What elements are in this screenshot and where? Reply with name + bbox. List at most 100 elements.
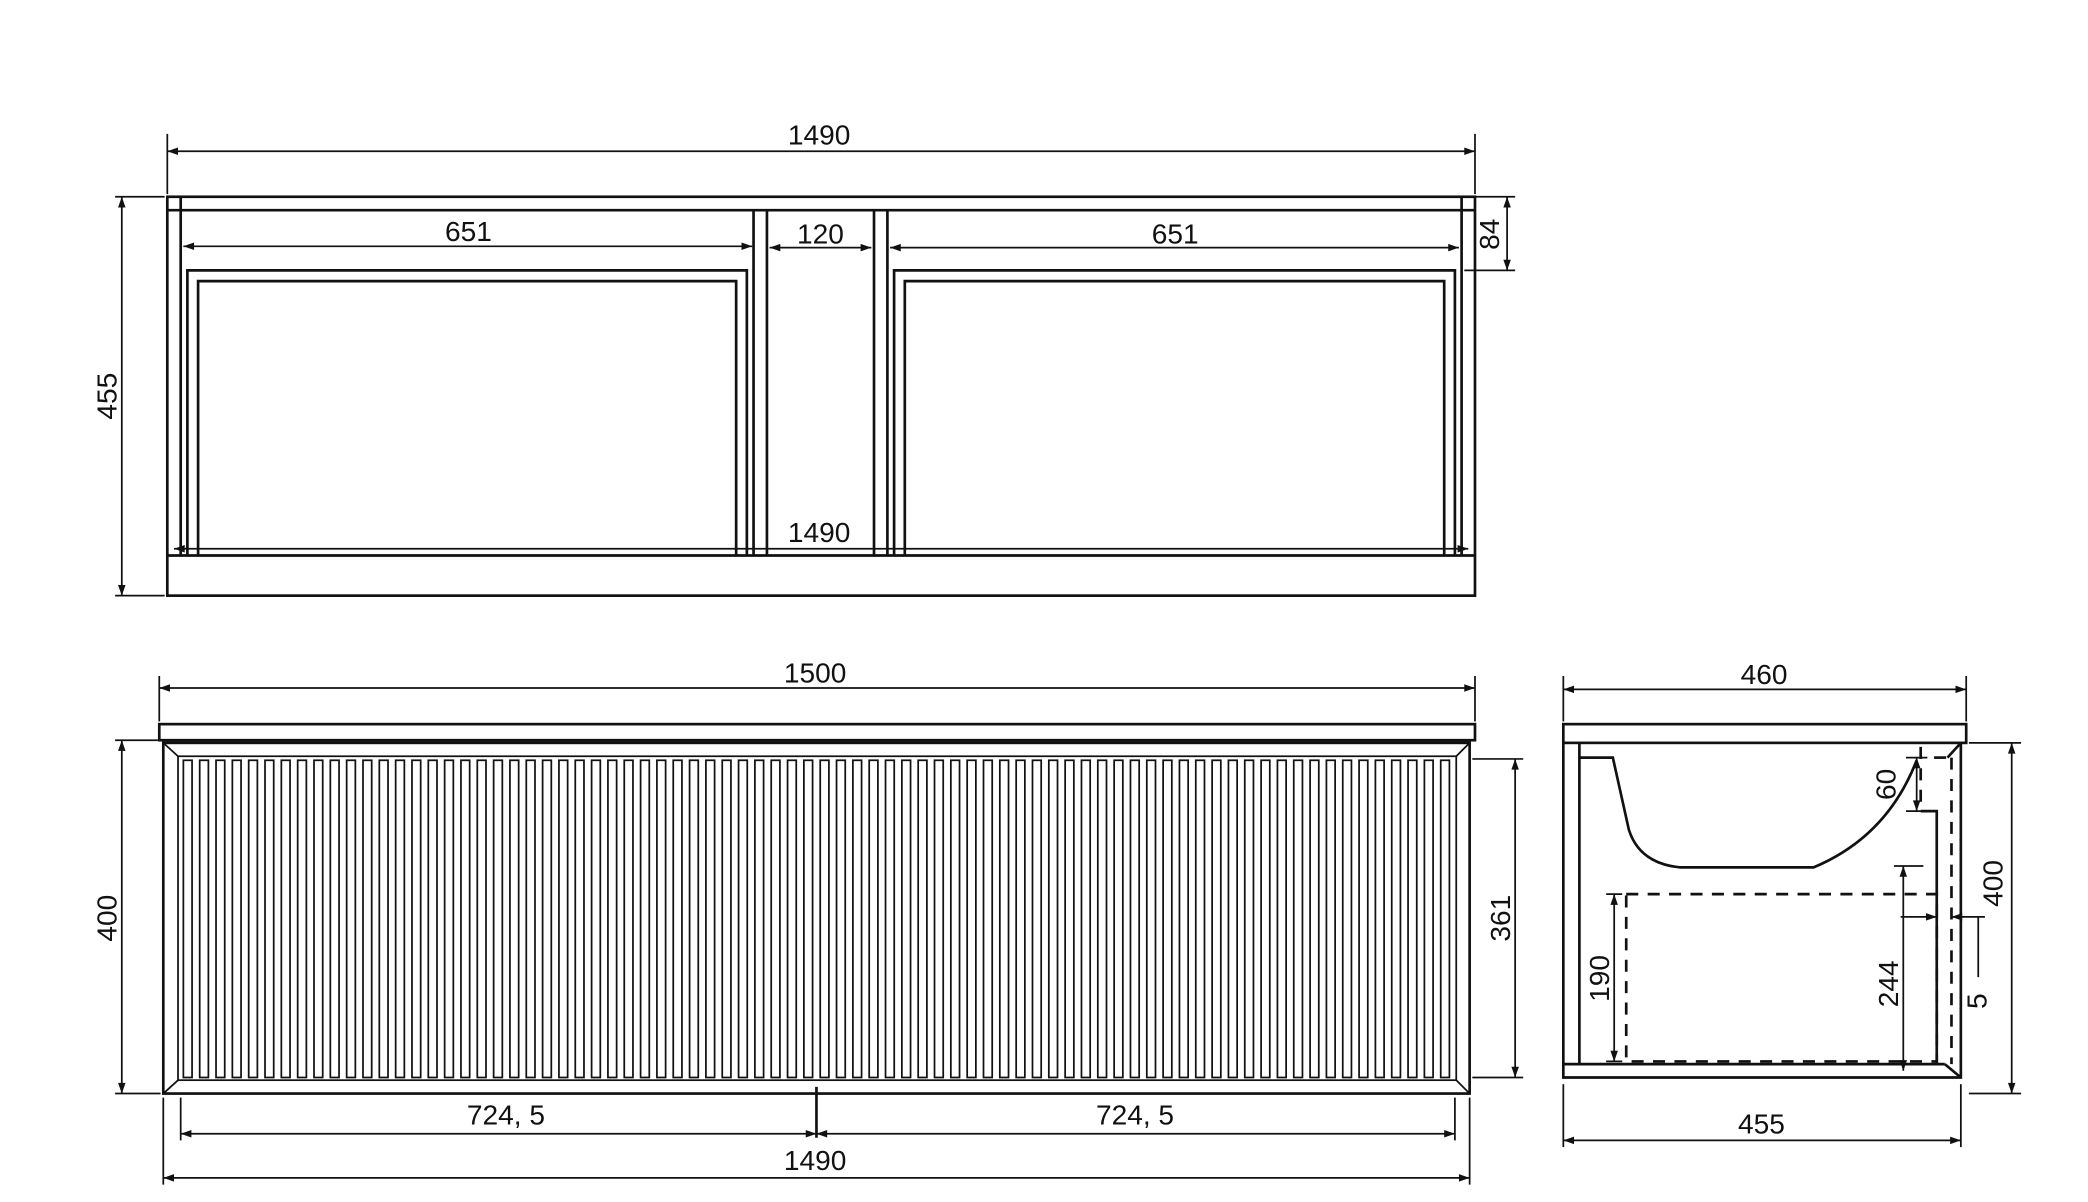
flute [198, 759, 210, 1079]
flute [394, 759, 406, 1079]
flute [1407, 759, 1418, 1079]
flute [607, 759, 618, 1079]
flute [803, 759, 814, 1079]
dim-label: 460 [1741, 659, 1788, 690]
dim-right-drawer: 651 [890, 219, 1459, 252]
flute [329, 759, 340, 1079]
flute [1096, 759, 1108, 1079]
flute [786, 759, 798, 1079]
flute [215, 759, 226, 1079]
flute [231, 759, 242, 1079]
dim-label: 244 [1873, 960, 1904, 1007]
dim-center-gap: 120 [769, 219, 872, 252]
flute [1292, 759, 1304, 1079]
flute [247, 759, 259, 1079]
flute [1031, 759, 1043, 1079]
flute [1080, 759, 1092, 1079]
dim-label: 120 [797, 219, 844, 250]
flute [280, 759, 291, 1079]
flute [998, 759, 1010, 1079]
flute [378, 759, 389, 1079]
dim-label: 724, 5 [467, 1099, 545, 1130]
flute [1064, 759, 1075, 1079]
flute [264, 759, 275, 1079]
dim-body-depth: 455 [1562, 1084, 1962, 1148]
flute [1015, 759, 1026, 1079]
flute [754, 759, 765, 1079]
dim-inner-width: 1490 [174, 517, 1469, 553]
flute [182, 759, 193, 1079]
dim-inner-height: 244 [1873, 865, 1924, 1071]
center-posts [752, 210, 889, 556]
flute [1178, 759, 1190, 1079]
flute [1374, 759, 1385, 1079]
flute [345, 759, 357, 1079]
flute [362, 759, 373, 1079]
dim-overall-width: 1490 [166, 120, 1476, 195]
flute [1243, 759, 1255, 1079]
flute [1341, 759, 1353, 1079]
dim-label: 400 [91, 895, 122, 942]
flute [1276, 759, 1287, 1079]
flute [672, 759, 683, 1079]
dim-panel-height: 361 [1472, 758, 1524, 1079]
dim-label: 1490 [788, 120, 851, 151]
flute [737, 759, 749, 1079]
flute [1113, 759, 1124, 1079]
front-view: 1500 400 361 724, 5 724, 5 [91, 658, 1524, 1185]
dim-top-width: 1500 [158, 658, 1476, 722]
dim-right-half: 724, 5 [816, 1097, 1456, 1141]
flute [476, 759, 487, 1079]
flute [1145, 759, 1157, 1079]
dim-drawer-height: 190 [1584, 893, 1623, 1063]
flute [525, 759, 536, 1079]
drawer-outline-hidden [1624, 892, 1939, 1063]
side-view: 460 60 5 400 190 244 [1561, 659, 2022, 1148]
dim-side-height: 400 [1968, 742, 2022, 1095]
side-countertop [1561, 722, 1968, 745]
flute [917, 759, 928, 1079]
dim-label: 361 [1485, 895, 1516, 942]
dim-left-drawer: 651 [183, 216, 753, 251]
flute [509, 759, 520, 1079]
flute [884, 759, 896, 1079]
flute [1194, 759, 1206, 1079]
dim-top-rail: 84 [1464, 195, 1516, 272]
dim-label: 400 [1977, 860, 2008, 907]
flute [819, 759, 830, 1079]
left-drawer [186, 269, 749, 556]
dim-top-depth: 460 [1562, 659, 1968, 722]
dim-body-width: 1490 [162, 1097, 1471, 1185]
top-view-outline [165, 195, 1477, 597]
dim-gap: 5 [1900, 913, 1992, 1009]
flute [460, 759, 471, 1079]
flute [688, 759, 700, 1079]
flute [1390, 759, 1402, 1079]
flute [558, 759, 569, 1079]
dim-label: 1500 [784, 658, 847, 689]
flute [427, 759, 438, 1079]
fluted-panel [182, 759, 1451, 1079]
flute [623, 759, 634, 1079]
dim-label: 1490 [788, 517, 851, 548]
flute [1358, 759, 1369, 1079]
dim-depth: 455 [91, 195, 165, 597]
countertop [157, 722, 1477, 742]
flute [411, 759, 422, 1079]
flute [574, 759, 585, 1079]
dim-label: 651 [445, 216, 492, 247]
dim-height: 400 [91, 739, 161, 1095]
cabinet-body [161, 741, 1471, 1095]
flute [868, 759, 879, 1079]
basin-profile [1579, 756, 1918, 869]
flute [1047, 759, 1059, 1079]
flute [982, 759, 994, 1079]
dim-label: 60 [1870, 769, 1901, 800]
flute [705, 759, 716, 1079]
dim-label: 724, 5 [1096, 1099, 1174, 1130]
right-drawer [892, 269, 1457, 556]
top-view: 1490 651 120 651 84 455 1490 [91, 120, 1516, 597]
door-panel [177, 755, 1458, 1082]
